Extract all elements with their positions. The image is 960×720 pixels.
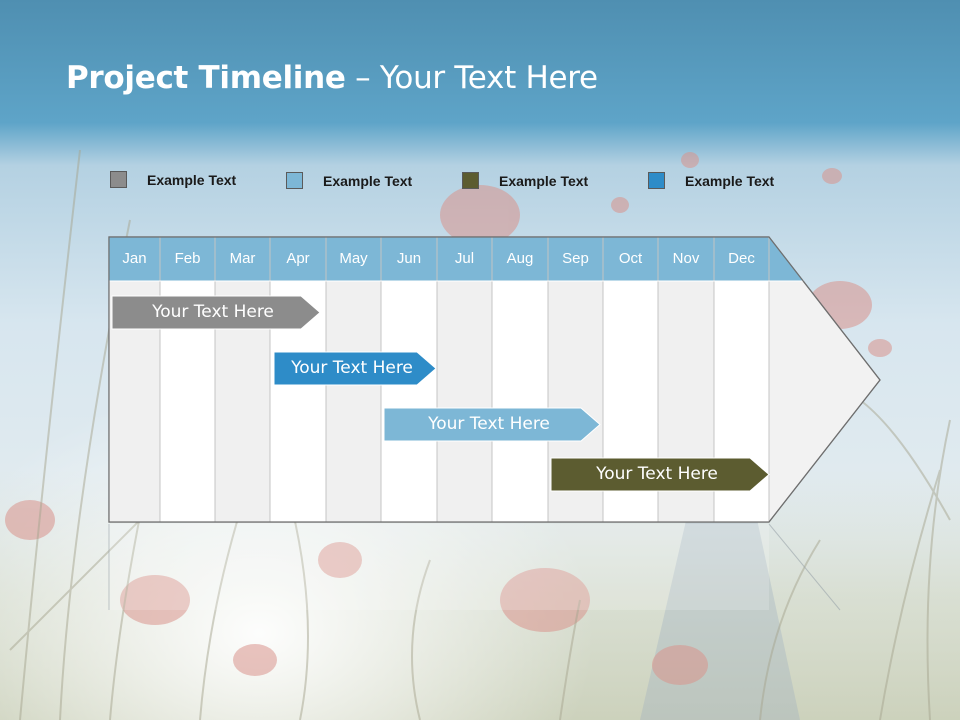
task-label: Your Text Here: [596, 464, 718, 484]
month-label: Sep: [562, 250, 589, 267]
month-label: Jun: [396, 250, 422, 267]
legend-label: Example Text: [147, 172, 237, 188]
month-label: Jan: [122, 250, 147, 267]
reflection-edge: [768, 523, 841, 611]
page-title: Project Timeline – Your Text Here: [66, 60, 598, 96]
month-label: May: [339, 250, 368, 267]
month-label: Mar: [229, 250, 256, 267]
month-column: [492, 281, 548, 522]
month-column: [437, 281, 492, 522]
month-label: Nov: [672, 250, 700, 267]
task-label: Your Text Here: [152, 302, 274, 322]
month-label: Oct: [618, 250, 643, 267]
month-label: Aug: [506, 250, 534, 267]
task-label: Your Text Here: [291, 358, 413, 378]
title-rest: – Your Text Here: [345, 60, 598, 96]
task-arrow: [111, 295, 321, 330]
legend-label: Example Text: [323, 173, 413, 189]
task-arrow: [550, 457, 770, 492]
task-arrow: [273, 351, 437, 386]
legend-swatch: [648, 172, 665, 189]
month-label: Feb: [174, 250, 201, 267]
task-arrow: [383, 407, 601, 442]
timeline-outline: [108, 236, 881, 523]
legend-label: Example Text: [685, 173, 775, 189]
legend-swatch: [110, 171, 127, 188]
month-label: Dec: [728, 250, 755, 267]
month-header: [109, 237, 769, 281]
legend-label: Example Text: [499, 173, 589, 189]
month-label: Apr: [286, 250, 310, 267]
timeline-reflection: [109, 524, 769, 610]
task-label: Your Text Here: [428, 414, 550, 434]
title-bold: Project Timeline: [66, 60, 346, 96]
month-label: Jul: [454, 250, 475, 267]
month-column: [381, 281, 437, 522]
legend-swatch: [462, 172, 479, 189]
legend-swatch: [286, 172, 303, 189]
month-column: [326, 281, 381, 522]
